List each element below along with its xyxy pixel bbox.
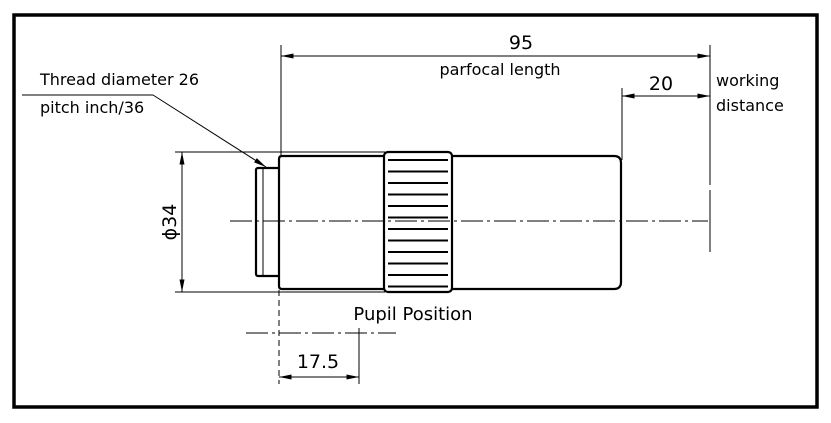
pupil-position-label: Pupil Position xyxy=(353,304,472,325)
working-distance-label-line1: working xyxy=(716,71,779,90)
parfocal-label: parfocal length xyxy=(439,60,560,79)
drawing-frame xyxy=(12,13,819,409)
working-distance-label-line2: distance xyxy=(716,96,784,115)
pupil-dimension-value: 17.5 xyxy=(297,351,339,373)
focus-knurl-ring xyxy=(382,150,454,294)
lens-body xyxy=(254,150,623,294)
parfocal-dimension-value: 95 xyxy=(509,32,533,54)
thread-leader-arrow xyxy=(152,94,267,168)
thread-label-line2: pitch inch/36 xyxy=(40,98,144,117)
thread-label-line1: Thread diameter 26 xyxy=(39,70,199,89)
diameter-dimension-value: ϕ34 xyxy=(159,204,181,241)
working-distance-dimension-value: 20 xyxy=(649,73,673,95)
thread-ring xyxy=(254,166,282,278)
